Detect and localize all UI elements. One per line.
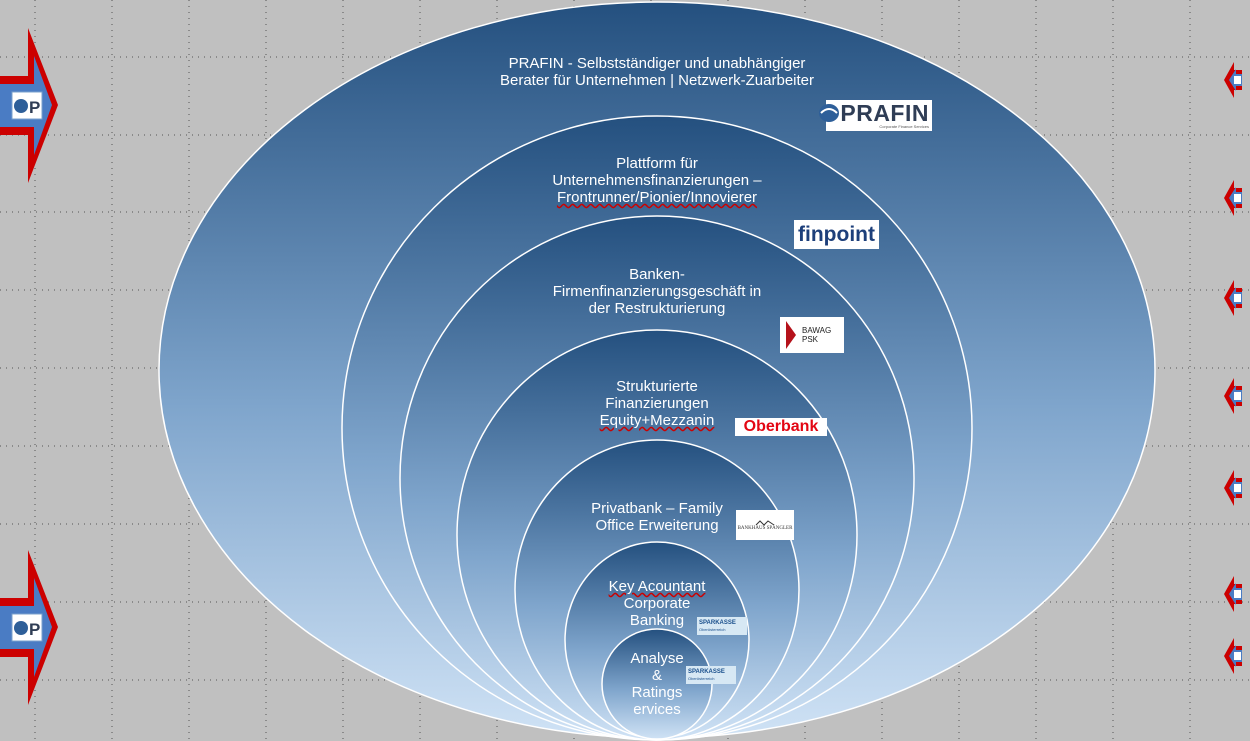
sparkasse-logo-text-7: SPARKASSE (688, 669, 725, 675)
right-small-arrow-3[interactable] (1224, 280, 1244, 321)
ring-4-line-3: Equity+Mezzanin (599, 412, 715, 429)
bawag-psk-logo: BAWAG PSK (780, 317, 844, 353)
sparkasse-logo-ring-6: SPARKASSE Oberösterreich (697, 617, 747, 635)
ring-6-text: Key Acountant Corporate Banking (587, 578, 727, 629)
spaengler-crest-icon (755, 519, 775, 526)
ring-6-line-1: Key Acountant (608, 578, 706, 595)
ring-4-line-2: Finanzierungen (605, 395, 709, 412)
ring-4-line-1: Strukturierte (616, 378, 698, 395)
prafin-mark-icon: P (11, 613, 43, 642)
ring-7-line-1: Analyse (630, 650, 684, 667)
ring-7-line-2: & (651, 667, 662, 684)
prafin-mark-letter-top: P (29, 98, 40, 117)
finpoint-logo-text: finpoint (798, 222, 875, 246)
prafin-mark-letter-bottom: P (29, 620, 40, 639)
left-arrow-bottom[interactable]: P (0, 550, 60, 705)
right-small-arrow-1[interactable] (1224, 62, 1244, 103)
ring-3-line-3: der Restrukturierung (588, 300, 726, 317)
prafin-logo-text: PRAFIN (840, 100, 929, 126)
ring-3-line-1: Banken- (629, 266, 685, 283)
right-small-arrow-2[interactable] (1224, 180, 1244, 221)
ring-7-ellipse (601, 628, 713, 740)
ring-7-text: Analyse & Ratings ervices (607, 650, 707, 718)
oberbank-logo-text: Oberbank (743, 418, 819, 435)
ring-7-line-4: ervices (633, 701, 681, 718)
ring-5-text: Privatbank – Family Office Erweiterung (567, 500, 747, 534)
ring-5-line-1: Privatbank – Family (591, 500, 723, 517)
psk-logo-text: PSK (802, 335, 819, 344)
ring-7-line-3: Ratings (631, 684, 683, 701)
ring-2-line-3: Frontrunner/Pionier/Innovierer (556, 189, 758, 206)
ring-1-line-2: Berater für Unternehmen | Netzwerk-Zuarb… (499, 72, 815, 89)
bawag-logo-text: BAWAG (802, 326, 832, 335)
ring-2-line-2: Unternehmensfinanzierungen – (552, 172, 762, 189)
oberbank-logo: Oberbank (735, 418, 827, 436)
sparkasse-logo-text-6: SPARKASSE (699, 620, 736, 626)
sparkasse-logo-ring-7: SPARKASSE Oberösterreich (686, 666, 736, 684)
sparkasse-logo-subtext-6: Oberösterreich (699, 627, 726, 632)
ring-6-line-2: Corporate (623, 595, 691, 612)
sparkasse-logo-subtext-7: Oberösterreich (688, 676, 715, 681)
bawag-mark-icon (786, 321, 796, 349)
right-small-arrow-4[interactable] (1224, 378, 1244, 419)
ring-2-text: Plattform für Unternehmensfinanzierungen… (507, 155, 807, 206)
prafin-globe-icon (819, 104, 840, 122)
right-small-arrow-7[interactable] (1224, 638, 1244, 679)
bankhaus-spaengler-logo: BANKHAUS SPÄNGLER (736, 510, 794, 540)
ring-3-text: Banken- Firmenfinanzierungsgeschäft in d… (507, 266, 807, 317)
ring-4-text: Strukturierte Finanzierungen Equity+Mezz… (557, 378, 757, 429)
ring-1-text: PRAFIN - Selbstständiger und unabhängige… (432, 55, 882, 89)
ring-1-line-1: PRAFIN - Selbstständiger und unabhängige… (508, 55, 806, 72)
prafin-mark-icon: P (11, 91, 43, 120)
finpoint-logo: finpoint (794, 220, 879, 249)
ring-2-line-1: Plattform für (616, 155, 698, 172)
spaengler-logo-text: BANKHAUS SPÄNGLER (737, 525, 793, 531)
prafin-logo-subtext: Corporate Finance Services (879, 124, 929, 129)
ring-5-line-2: Office Erweiterung (595, 517, 719, 534)
left-arrow-top[interactable]: P (0, 28, 60, 183)
right-small-arrow-6[interactable] (1224, 576, 1244, 617)
right-small-arrow-5[interactable] (1224, 470, 1244, 511)
ring-6-line-3: Banking (629, 612, 685, 629)
prafin-logo: PRAFIN Corporate Finance Services (819, 100, 932, 131)
ring-3-line-2: Firmenfinanzierungsgeschäft in (552, 283, 762, 300)
